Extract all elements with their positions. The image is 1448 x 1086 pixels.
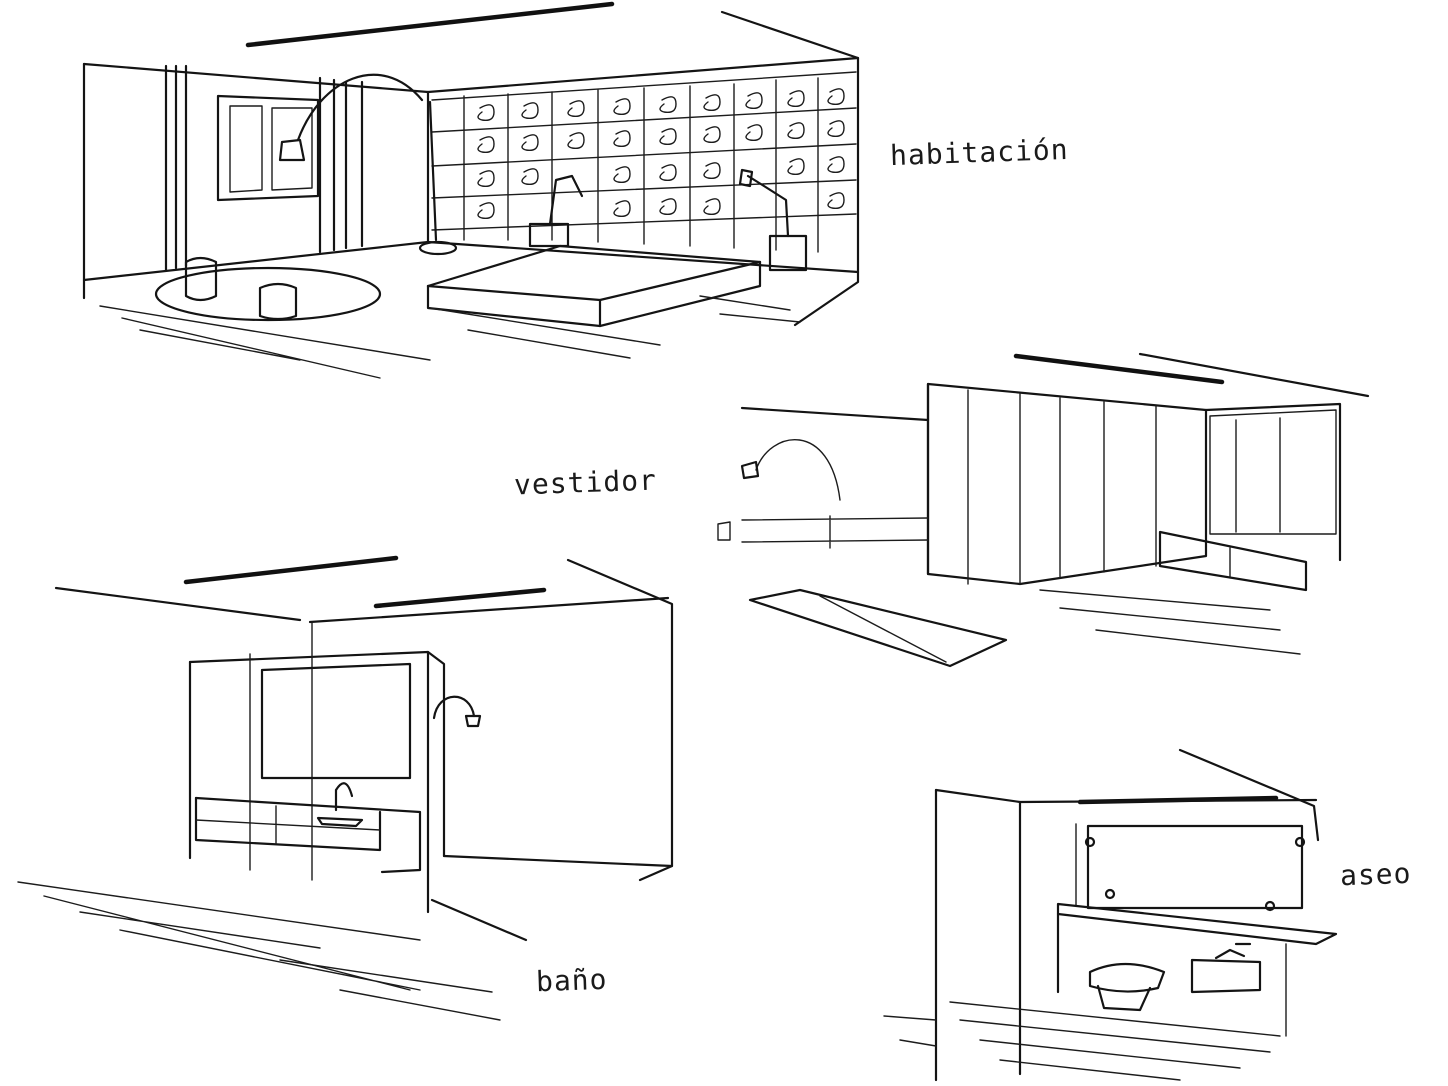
label-bano: baño <box>535 962 608 999</box>
dressing-room-sketch <box>717 352 1370 668</box>
label-habitacion: habitación <box>889 132 1070 173</box>
label-vestidor: vestidor <box>513 463 658 502</box>
label-aseo: aseo <box>1339 856 1412 893</box>
bathroom-sketch <box>17 555 674 1021</box>
toilet-room-sketch <box>883 748 1338 1082</box>
bedroom-sketch <box>82 1 860 379</box>
